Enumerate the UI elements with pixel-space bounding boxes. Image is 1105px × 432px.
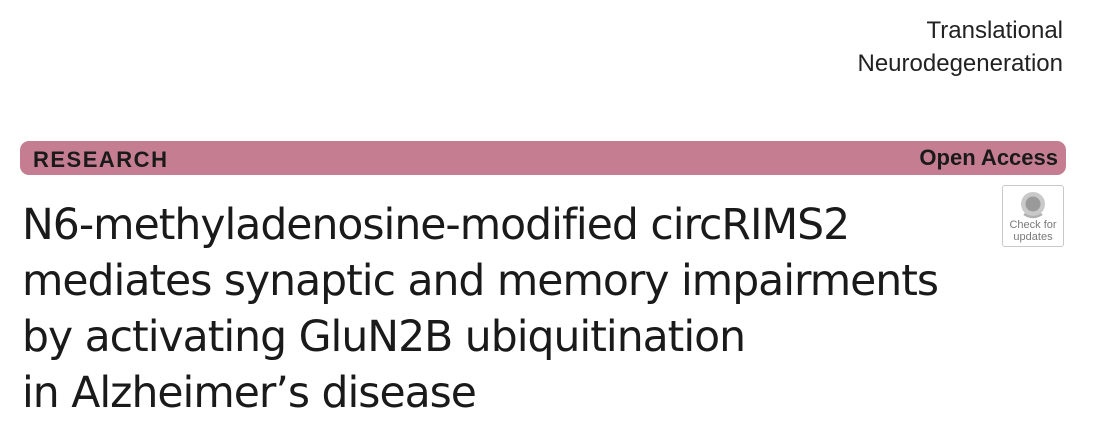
journal-name-line1: Translational [926,17,1063,44]
article-title: N6-methyladenosine-modified circRIMS2 me… [22,198,1002,422]
article-title-line2: mediates synaptic and memory impairments [22,257,939,306]
check-for-updates-icon [1021,192,1045,219]
article-title-line1: N6-methyladenosine-modified circRIMS2 [22,201,850,250]
article-section-label: RESEARCH [33,147,169,172]
check-for-updates-badge[interactable]: Check for updates [1002,185,1064,247]
check-for-updates-text: Check for updates [1003,219,1063,243]
article-type-banner: RESEARCH Open Access [20,141,1066,175]
journal-name-line2: Neurodegeneration [857,50,1064,77]
journal-name: Translational Neurodegeneration [858,14,1064,80]
article-title-line3: by activating GluN2B ubiquitination [22,313,746,362]
open-access-label[interactable]: Open Access [919,145,1058,170]
check-for-updates-line1: Check for [1009,219,1057,231]
article-title-line4: in Alzheimer’s disease [22,369,477,418]
check-for-updates-line2: updates [1013,231,1053,243]
